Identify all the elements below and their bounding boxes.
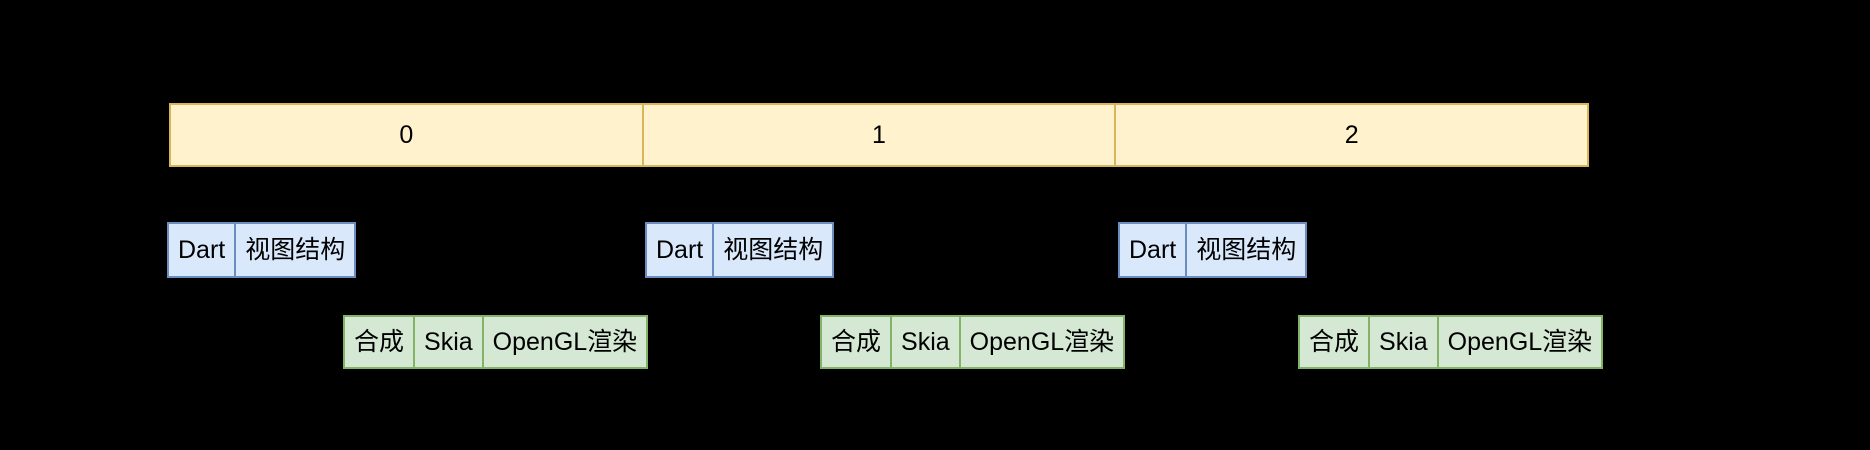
ui-thread-group: Dart 视图结构 — [167, 222, 357, 278]
timeline-frame-cell[interactable]: 2 — [1116, 105, 1588, 165]
gpu-thread-cell-skia[interactable]: Skia — [1370, 317, 1439, 367]
ui-thread-cell-view-tree[interactable]: 视图结构 — [1187, 224, 1306, 276]
ui-thread-group: Dart 视图结构 — [645, 222, 835, 278]
gpu-thread-cell-skia[interactable]: Skia — [415, 317, 484, 367]
gpu-thread-cell-composite[interactable]: 合成 — [1300, 317, 1371, 367]
ui-thread-cell-dart[interactable]: Dart — [1120, 224, 1188, 276]
gpu-thread-cell-opengl-render[interactable]: OpenGL渲染 — [1438, 317, 1602, 367]
timeline-ruler: 0 1 2 — [169, 103, 1589, 167]
gpu-thread-cell-opengl-render[interactable]: OpenGL渲染 — [483, 317, 647, 367]
timeline-frame-cell[interactable]: 0 — [171, 105, 644, 165]
ui-thread-cell-dart[interactable]: Dart — [647, 224, 715, 276]
gpu-thread-cell-opengl-render[interactable]: OpenGL渲染 — [960, 317, 1124, 367]
gpu-thread-group: 合成 Skia OpenGL渲染 — [1298, 315, 1604, 369]
ui-thread-group: Dart 视图结构 — [1118, 222, 1308, 278]
ui-thread-cell-dart[interactable]: Dart — [169, 224, 237, 276]
gpu-thread-group: 合成 Skia OpenGL渲染 — [820, 315, 1126, 369]
ui-thread-cell-view-tree[interactable]: 视图结构 — [236, 224, 355, 276]
gpu-thread-cell-composite[interactable]: 合成 — [345, 317, 416, 367]
gpu-thread-group: 合成 Skia OpenGL渲染 — [343, 315, 649, 369]
ui-thread-cell-view-tree[interactable]: 视图结构 — [714, 224, 833, 276]
gpu-thread-cell-skia[interactable]: Skia — [892, 317, 961, 367]
gpu-thread-cell-composite[interactable]: 合成 — [822, 317, 893, 367]
timeline-frame-cell[interactable]: 1 — [643, 105, 1117, 165]
